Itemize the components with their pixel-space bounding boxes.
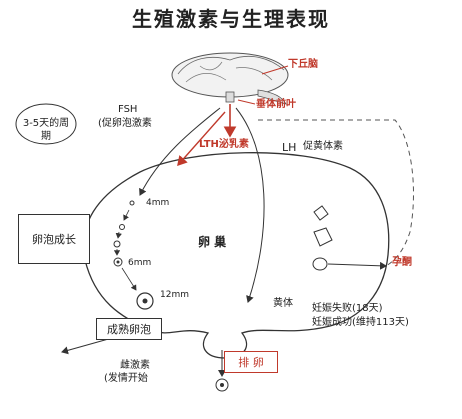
fsh-arrow [139,107,221,196]
estrogen-label: 雌激素 [120,360,150,371]
follicle-growth-box: 卵泡成长 [18,214,90,264]
mature-follicle-label: 成熟卵泡 [107,323,151,336]
cycle-ellipse [15,103,77,145]
ovary-label: 卵 巢 [198,235,227,249]
lth-arrow-2 [177,111,226,167]
cycle-label: 3-5天的周期 [22,118,70,142]
estrus-label: (发情开始 [104,373,148,384]
lth-label: LTH泌乳素 [199,139,249,150]
follicle-icon [113,200,154,310]
ovulation-label: 排 卵 [238,356,264,369]
follicle-growth-label: 卵泡成长 [32,233,76,246]
size-12mm: 12mm [160,290,189,300]
size-6mm: 6mm [128,258,152,268]
page-title: 生殖激素与生理表现 [132,7,330,31]
hypothalamus-pointer [261,65,289,75]
pituitary-pointer [237,99,256,105]
pregnancy-success-label: 妊娠成功(维持113天) [312,317,409,328]
hypothalamus-label: 下丘脑 [288,59,318,70]
pregnancy-hormone-label: 孕酮 [392,257,412,268]
fsh-desc: (促卵泡激素 [98,118,152,129]
mature-follicle-box: 成熟卵泡 [96,318,162,340]
lh-label: LH [282,141,297,154]
egg-icon [215,378,229,392]
lh-arrow [235,107,265,303]
pituitary-label: 垂体前叶 [256,99,296,110]
pregnancy-fail-label: 妊娠失败(18天) [312,303,383,314]
brain-icon [171,52,289,105]
size-4mm: 4mm [146,198,170,208]
fsh-label: FSH [118,104,138,115]
ovulation-box: 排 卵 [224,351,278,373]
corpus-luteum-label: 黄体 [273,298,293,309]
ovary-outline [83,152,390,359]
lh-desc: 促黄体素 [303,141,343,152]
feedback-dashed [258,119,414,267]
